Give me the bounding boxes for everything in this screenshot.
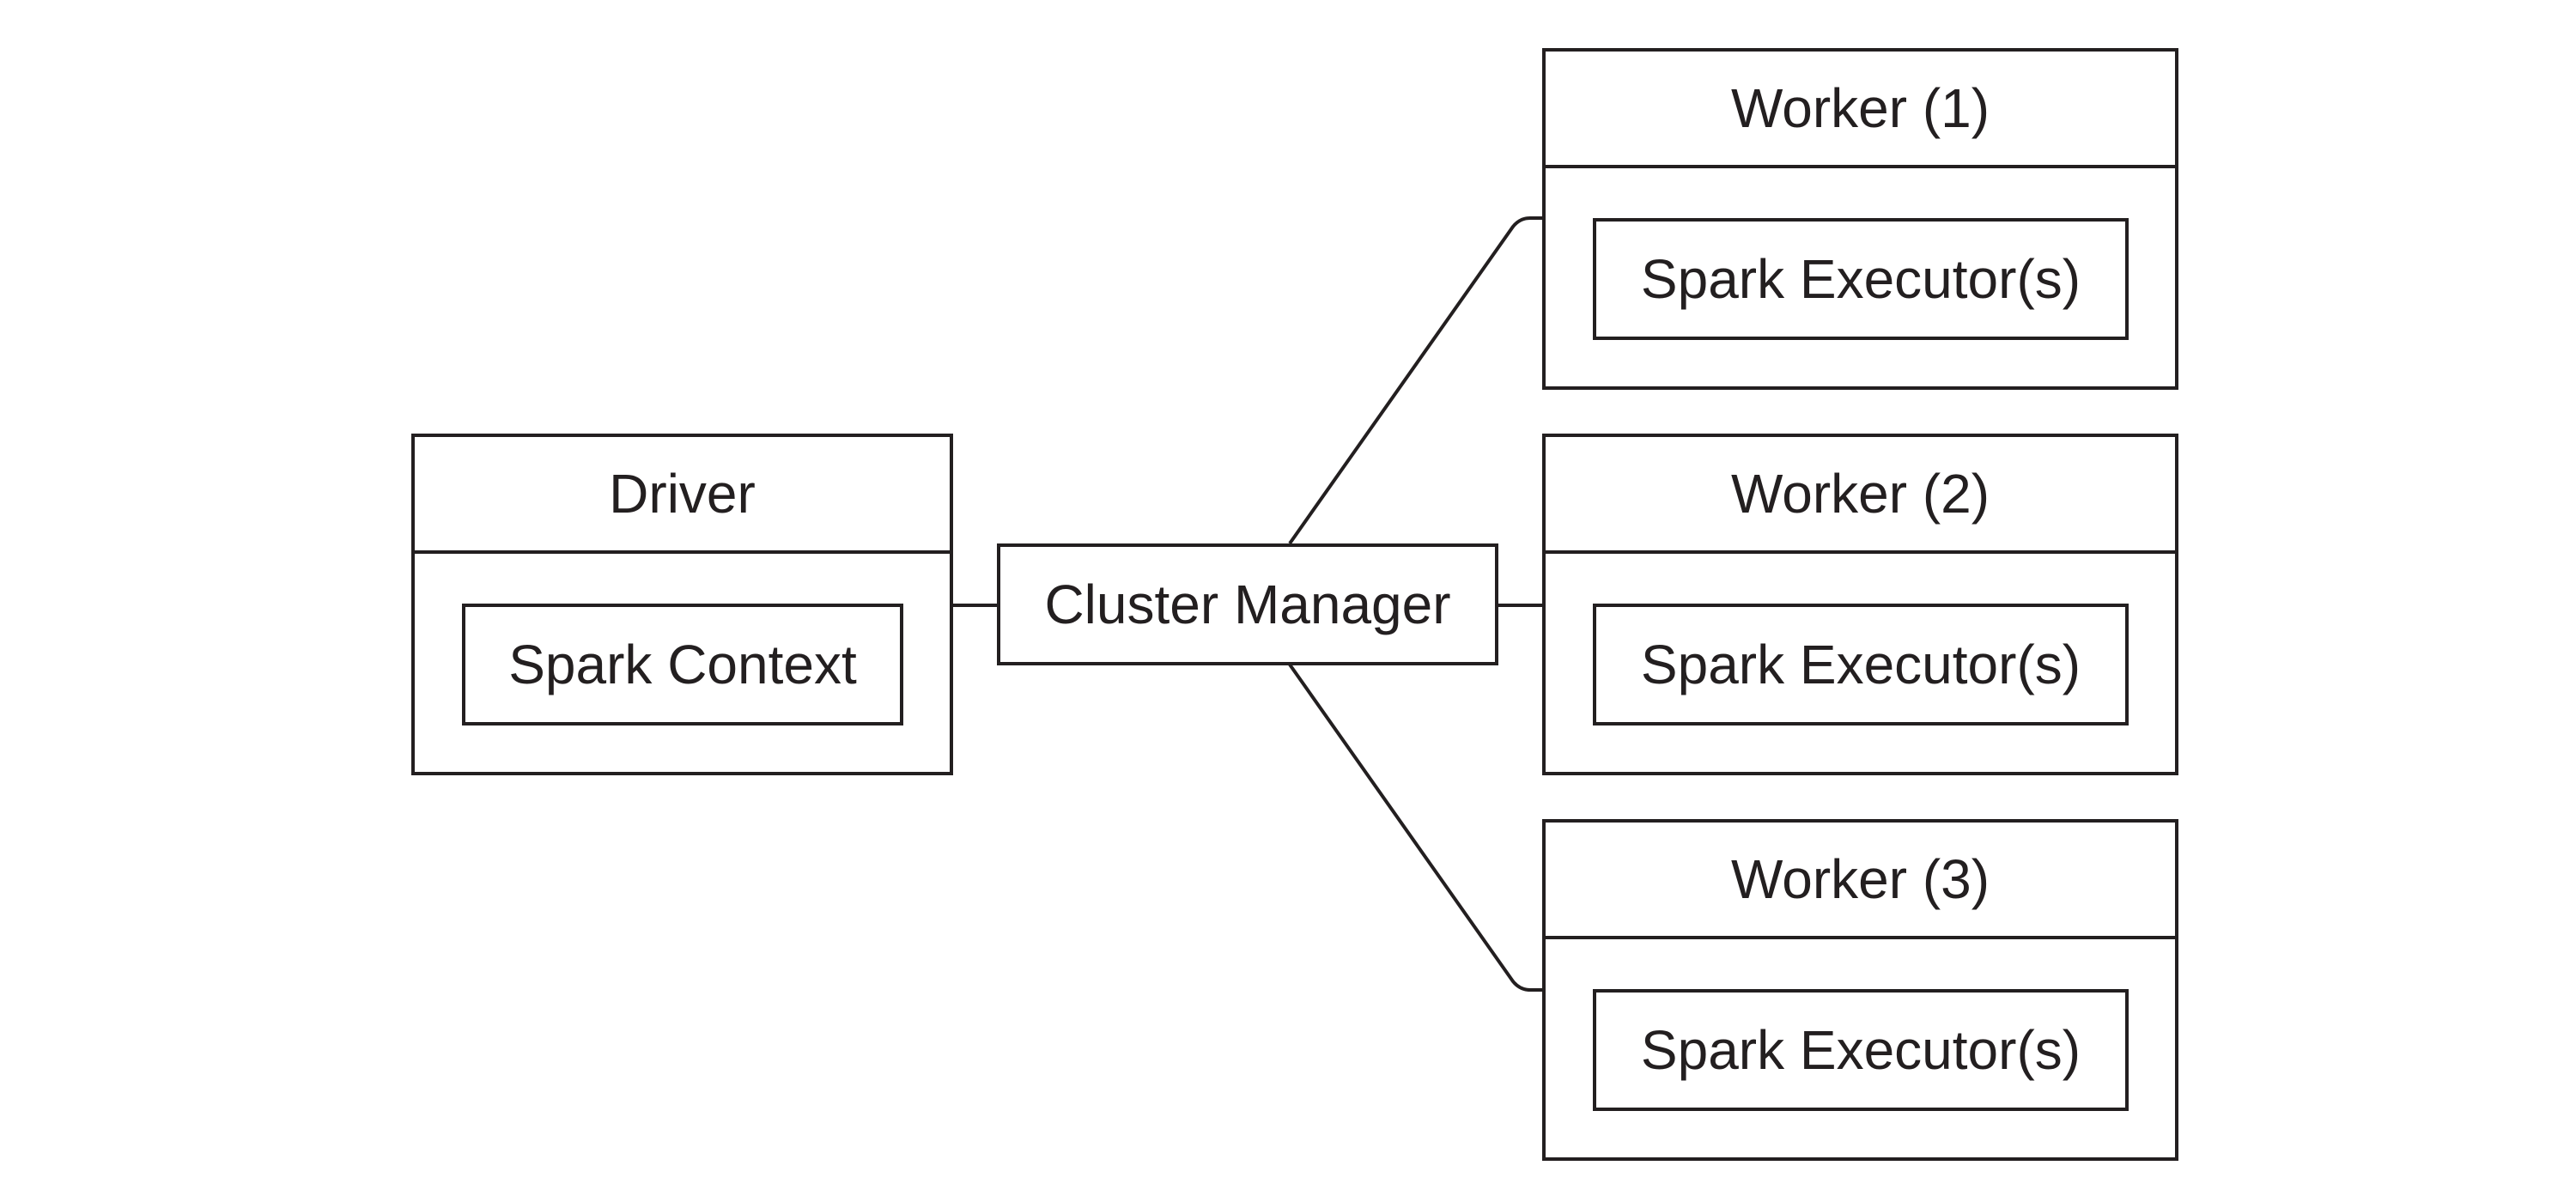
worker-title: Worker (3) bbox=[1546, 823, 2175, 939]
worker-node-2: Worker (2) Spark Executor(s) bbox=[1542, 434, 2178, 775]
worker-title: Worker (2) bbox=[1546, 437, 2175, 554]
driver-title: Driver bbox=[415, 437, 950, 554]
connector-cluster-manager-worker-3 bbox=[1288, 663, 1544, 992]
spark-context-box: Spark Context bbox=[462, 604, 903, 725]
spark-executor-box: Spark Executor(s) bbox=[1593, 218, 2129, 340]
worker-title: Worker (1) bbox=[1546, 52, 2175, 168]
spark-executor-box: Spark Executor(s) bbox=[1593, 604, 2129, 725]
connector-cluster-manager-worker-1 bbox=[1288, 216, 1544, 545]
cluster-manager-box: Cluster Manager bbox=[997, 543, 1498, 665]
spark-executor-box: Spark Executor(s) bbox=[1593, 989, 2129, 1111]
worker-node-3: Worker (3) Spark Executor(s) bbox=[1542, 819, 2178, 1161]
driver-node: Driver Spark Context bbox=[411, 434, 953, 775]
worker-node-1: Worker (1) Spark Executor(s) bbox=[1542, 48, 2178, 390]
